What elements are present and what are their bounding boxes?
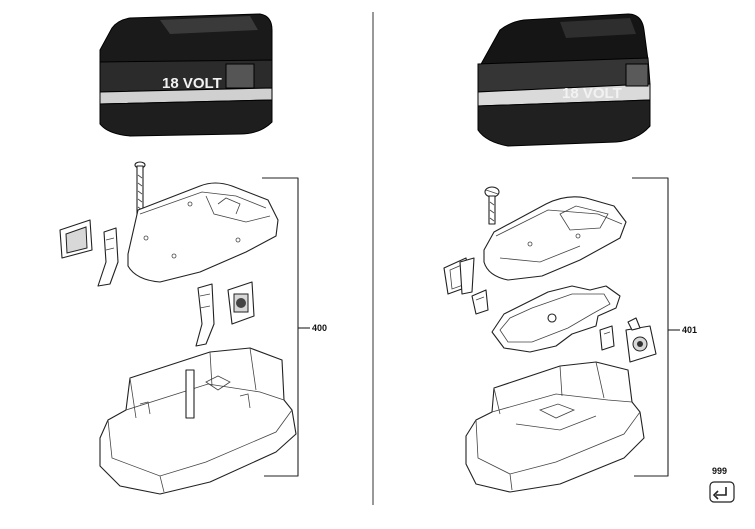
right-top-cover — [483, 196, 627, 281]
left-top-cover — [127, 182, 279, 283]
left-callout-label: 400 — [312, 323, 327, 333]
left-assembly: 18 VOLT — [59, 13, 327, 495]
left-callout-bracket — [262, 177, 299, 477]
right-terminal-cluster — [443, 257, 475, 295]
left-housing — [99, 347, 297, 495]
right-housing — [465, 361, 645, 493]
left-contact-pad — [59, 219, 93, 259]
right-callout-bracket — [632, 177, 669, 477]
left-battery-label: 18 VOLT — [162, 75, 222, 92]
left-contact-block — [227, 281, 255, 325]
right-battery-pack: 18 VOLT — [477, 13, 651, 147]
left-battery-pack: 18 VOLT — [99, 13, 273, 137]
right-small-clip — [471, 289, 489, 315]
right-callout-label: 401 — [682, 325, 697, 335]
left-terminal-strip — [195, 283, 215, 347]
corner-callout-label: 999 — [712, 466, 727, 476]
corner-reference: 999 — [709, 466, 735, 503]
right-contact-block — [625, 317, 657, 363]
right-small-contact — [599, 325, 615, 351]
return-arrow-icon — [709, 481, 735, 503]
right-screw — [484, 186, 500, 225]
right-battery-label: 18 VOLT — [562, 85, 622, 102]
right-gasket — [491, 285, 621, 353]
left-terminal-clip — [97, 227, 119, 287]
right-assembly: 18 VOLT — [443, 13, 697, 493]
